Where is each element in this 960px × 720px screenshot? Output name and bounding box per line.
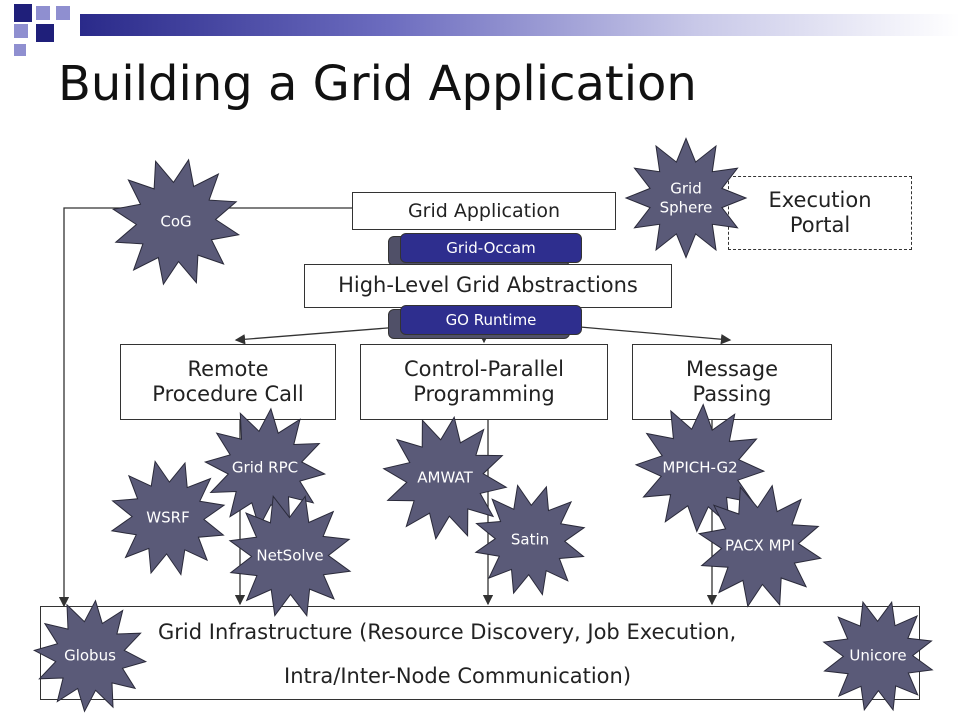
grid-application-box: Grid Application <box>352 192 616 230</box>
globus-burst <box>32 599 148 713</box>
satin-burst-label: Satin <box>510 530 550 549</box>
pacx-mpi-burst <box>697 484 823 608</box>
execution-portal-box: Execution Portal <box>728 176 912 250</box>
corner-square <box>14 24 28 38</box>
unicore-burst-label: Unicore <box>849 646 907 665</box>
rpc-box: Remote Procedure Call <box>120 344 336 420</box>
grid-infrastructure-line-1: Grid Infrastructure (Resource Discovery,… <box>158 620 737 644</box>
control-parallel-line-1: Control-Parallel <box>403 356 564 381</box>
arrow-to-rpc <box>234 326 401 345</box>
grid-sphere-burst-label-line: Sphere <box>659 198 713 216</box>
pacx-mpi-burst-label: PACX MPI <box>724 536 796 555</box>
corner-square <box>14 4 32 22</box>
corner-square <box>56 6 70 20</box>
arrow-to-mp <box>579 326 732 345</box>
execution-portal-line-1: Execution <box>768 187 872 212</box>
cog-burst-label: CoG <box>160 212 192 231</box>
slide-title: Building a Grid Application <box>58 56 697 112</box>
wsrf-burst <box>110 460 226 576</box>
message-passing-box: Message Passing <box>632 344 832 420</box>
grid-occam-pill: Grid-Occam <box>400 233 582 263</box>
wsrf-burst-label: WSRF <box>146 508 190 527</box>
execution-portal-line-2: Portal <box>789 213 851 237</box>
grid-sphere-burst <box>624 137 748 259</box>
corner-square <box>36 24 54 42</box>
grid-infrastructure-line-2: Intra/Inter-Node Communication) <box>284 664 632 688</box>
globus-burst-label: Globus <box>64 646 116 665</box>
rpc-line-1: Remote <box>187 356 269 381</box>
corner-square <box>36 6 50 20</box>
control-parallel-line-2: Programming <box>413 382 555 406</box>
message-passing-line-2: Passing <box>692 382 772 406</box>
amwat-burst-label: AMWAT <box>417 468 473 487</box>
grid-rpc-burst-label: Grid RPC <box>231 458 299 477</box>
satin-burst <box>474 484 586 596</box>
go-runtime-pill: GO Runtime <box>400 305 582 335</box>
corner-square <box>14 44 26 56</box>
rpc-line-2: Procedure Call <box>152 382 304 406</box>
grid-sphere-burst-label-line: Grid <box>670 179 702 198</box>
netsolve-burst <box>228 494 352 618</box>
high-level-abstractions-box: High-Level Grid Abstractions <box>304 264 672 308</box>
unicore-burst <box>822 600 934 712</box>
control-parallel-box: Control-Parallel Programming <box>360 344 608 420</box>
high-level-abstractions-label: High-Level Grid Abstractions <box>338 273 638 298</box>
mpich-g2-burst-label: MPICH-G2 <box>662 458 738 477</box>
go-runtime-label: GO Runtime <box>445 311 537 329</box>
grid-occam-label: Grid-Occam <box>446 239 536 257</box>
grid-infrastructure-box <box>40 606 920 700</box>
message-passing-line-1: Message <box>685 356 779 381</box>
netsolve-burst-label: NetSolve <box>256 546 324 565</box>
header-gradient-band <box>80 14 960 36</box>
cog-connector <box>58 207 352 608</box>
amwat-burst <box>382 415 508 541</box>
cog-burst <box>111 158 241 286</box>
grid-application-label: Grid Application <box>407 199 561 222</box>
